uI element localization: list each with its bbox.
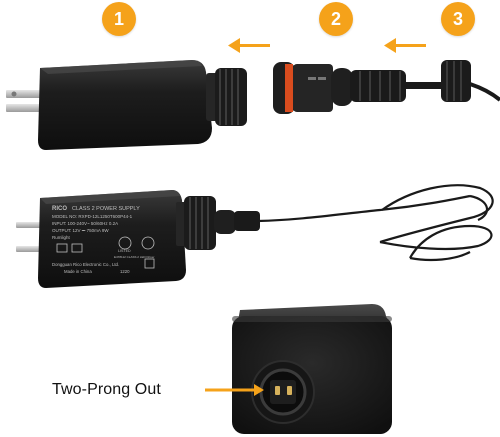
callout-arrow-icon (205, 384, 264, 396)
arrow-left-icon-1 (228, 38, 270, 53)
label-brand: RICO (52, 206, 67, 212)
class2-icon (71, 243, 83, 253)
indoor-use-icon (56, 243, 68, 253)
label-origin: Made in China (64, 269, 92, 274)
label-cert: LISTED (118, 249, 131, 253)
label-output: OUTPUT: 12V ⎓ 750mA 9W (52, 228, 109, 233)
arrow-left-icon-2 (384, 38, 426, 53)
adapter-connector-middle (176, 196, 260, 250)
prong-contact-right (287, 386, 292, 395)
label-date: 1220 (120, 269, 130, 274)
two-prong-callout: Two-Prong Out (52, 381, 161, 398)
step-3-badge: 3 (441, 2, 475, 36)
prong-contact-left (275, 386, 280, 395)
coiled-cable (257, 184, 494, 262)
ul-mark-icon (118, 236, 132, 250)
recycle-icon (144, 258, 155, 269)
label-model: MODEL NO: RXPD-12L1250T600P44-1 (52, 214, 133, 219)
adapter-end-view (232, 304, 392, 434)
adapter-with-label (38, 190, 186, 288)
cable-connector-male (273, 62, 446, 114)
label-cert-sub: E478112 CLASS 2 LED Driver (114, 255, 154, 259)
plug-prongs (6, 90, 46, 112)
label-input: INPUT: 100-240V~ 50/60Hz 0.2A (52, 221, 118, 226)
label-title: CLASS 2 POWER SUPPLY (72, 206, 140, 212)
adapter-label-text: RICO CLASS 2 POWER SUPPLY MODEL NO: RXPD… (52, 206, 154, 274)
certification-marks (56, 236, 155, 269)
step-2-badge: 2 (319, 2, 353, 36)
adapter-threaded-connector (206, 68, 247, 126)
connector-cap (441, 60, 500, 102)
label-manufacturer: Dongguan Rico Electronic Co., Ltd. (52, 262, 119, 267)
adapter-body-top (38, 60, 212, 150)
plug-prongs-middle (16, 222, 46, 252)
cul-mark-icon (141, 236, 155, 250)
step-1-badge: 1 (102, 2, 136, 36)
label-sku: Rumlight (52, 235, 71, 240)
